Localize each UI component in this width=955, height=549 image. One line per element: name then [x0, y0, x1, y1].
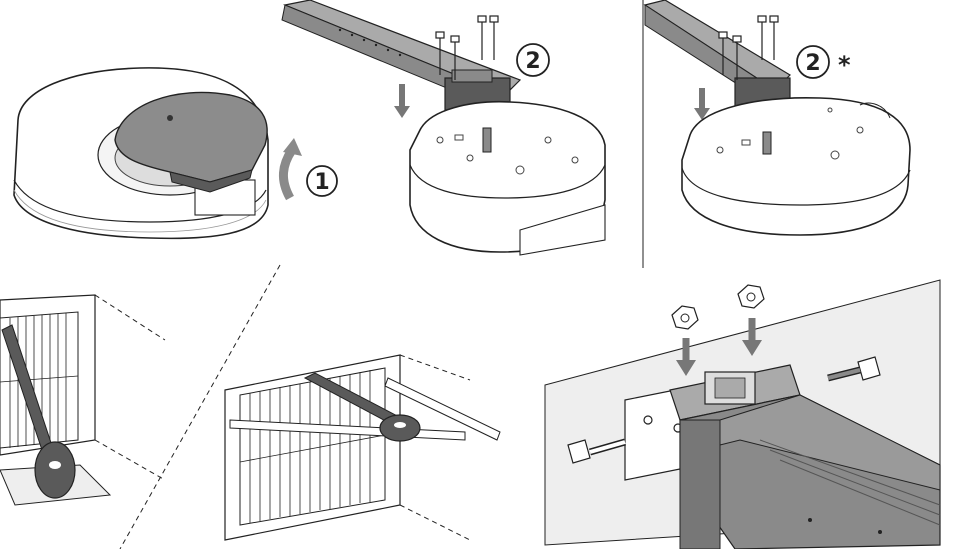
- lift-arrow: [279, 147, 296, 201]
- step-1-label: 1: [314, 170, 329, 195]
- panel-garage-front: [224, 354, 501, 541]
- panel-bracket-detail: [544, 279, 941, 549]
- panel-open-cover: 1: [13, 67, 338, 240]
- bolt-left: [567, 439, 591, 464]
- step-2-label: 2: [525, 49, 540, 74]
- panel-garage-side: [0, 294, 166, 506]
- panel-mount-rail-alt: 2 *: [643, 0, 911, 236]
- screws: [435, 15, 499, 80]
- step-1-marker: [306, 165, 338, 197]
- alt-asterisk: *: [838, 51, 851, 79]
- motor-housing-bottom: [409, 100, 606, 253]
- step-2-alt-label: 2: [805, 51, 820, 76]
- step-2-marker: [516, 43, 550, 77]
- dashed-divider: [119, 264, 281, 549]
- motor-unit-mounted: [34, 441, 76, 499]
- panel-mount-rail: 2: [281, 0, 606, 256]
- nut-left: [671, 305, 699, 330]
- step-2-alt-marker: [796, 45, 830, 79]
- motor-cover: [114, 91, 268, 183]
- nut-right: [737, 284, 765, 309]
- bolt-right: [857, 356, 881, 381]
